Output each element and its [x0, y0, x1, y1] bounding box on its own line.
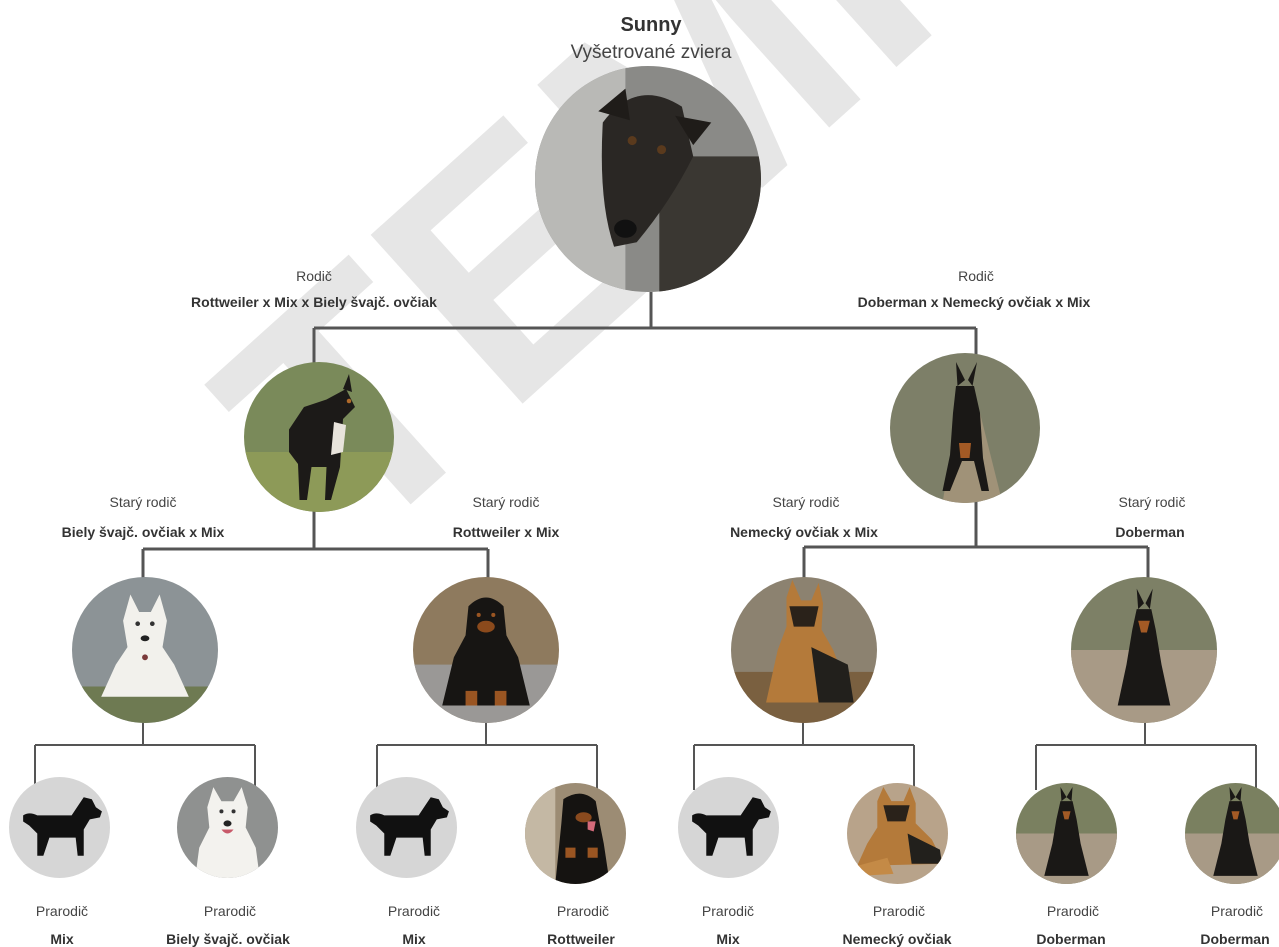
grandparent-4-photo[interactable] [1071, 577, 1217, 723]
white-shepherd-photo [72, 577, 218, 723]
doberman-photo [1071, 577, 1217, 723]
grandparent-2-photo[interactable] [413, 577, 559, 723]
great-grandparent-6-photo[interactable] [847, 783, 948, 884]
great-grandparent-1-photo[interactable] [9, 777, 110, 878]
parent-2-role: Rodič [958, 268, 994, 284]
grandparent-4-role: Starý rodič [1118, 494, 1186, 510]
grandparent-3-role: Starý rodič [772, 494, 840, 510]
great-grandparent-8-role: Prarodič [1210, 903, 1264, 919]
grandparent-1-role: Starý rodič [109, 494, 177, 510]
great-grandparent-2-breed: Biely švajč. ovčiak [166, 931, 290, 947]
dog-silhouette-icon [692, 797, 771, 856]
great-grandparent-8-breed: Doberman [1200, 931, 1270, 947]
grandparent-2-breed: Rottweiler x Mix [452, 524, 560, 540]
parent-1-photo[interactable] [244, 362, 394, 512]
grandparent-4-breed: Doberman [1115, 524, 1185, 540]
subject-photo[interactable] [535, 66, 761, 292]
dog-silhouette-icon [370, 797, 449, 856]
doberman-photo [890, 353, 1040, 503]
great-grandparent-1-breed: Mix [50, 931, 74, 947]
great-grandparent-3-breed: Mix [402, 931, 426, 947]
grandparent-2-role: Starý rodič [472, 494, 540, 510]
great-grandparent-6-role: Prarodič [872, 903, 926, 919]
grandparent-3-photo[interactable] [731, 577, 877, 723]
rottweiler-photo [413, 577, 559, 723]
rottweiler-mix-photo [244, 362, 394, 512]
grandparent-1-breed: Biely švajč. ovčiak x Mix [61, 524, 225, 540]
parent-1-role: Rodič [296, 268, 332, 284]
parent-2-breed: Doberman x Nemecký ovčiak x Mix [857, 294, 1091, 310]
dog-silhouette-icon [23, 797, 102, 856]
grandparent-3-breed: Nemecký ovčiak x Mix [730, 524, 878, 540]
great-grandparent-8-photo[interactable] [1185, 783, 1279, 884]
rottweiler-photo [525, 783, 626, 884]
great-grandparent-1-role: Prarodič [35, 903, 89, 919]
subject-subtitle: Vyšetrované zviera [570, 42, 732, 63]
great-grandparent-5-role: Prarodič [701, 903, 755, 919]
german-shepherd-photo [847, 783, 948, 884]
great-grandparent-7-role: Prarodič [1046, 903, 1100, 919]
great-grandparent-2-photo[interactable] [177, 777, 278, 878]
great-grandparent-5-breed: Mix [716, 931, 740, 947]
german-shepherd-photo [731, 577, 877, 723]
great-grandparent-5-photo[interactable] [678, 777, 779, 878]
great-grandparent-6-breed: Nemecký ovčiak [842, 931, 952, 947]
great-grandparent-7-photo[interactable] [1016, 783, 1117, 884]
great-grandparent-3-role: Prarodič [387, 903, 441, 919]
white-shepherd-photo [177, 777, 278, 878]
grandparent-1-photo[interactable] [72, 577, 218, 723]
great-grandparent-4-breed: Rottweiler [547, 931, 615, 947]
doberman-photo [1185, 783, 1279, 884]
great-grandparent-3-photo[interactable] [356, 777, 457, 878]
subject-name: Sunny [620, 14, 682, 36]
great-grandparent-4-photo[interactable] [525, 783, 626, 884]
parent-1-breed: Rottweiler x Mix x Biely švajč. ovčiak [191, 294, 437, 310]
parent-2-photo[interactable] [890, 353, 1040, 503]
doberman-photo [1016, 783, 1117, 884]
great-grandparent-2-role: Prarodič [203, 903, 257, 919]
doberman-mix-photo [535, 66, 761, 292]
great-grandparent-4-role: Prarodič [556, 903, 610, 919]
great-grandparent-7-breed: Doberman [1036, 931, 1106, 947]
